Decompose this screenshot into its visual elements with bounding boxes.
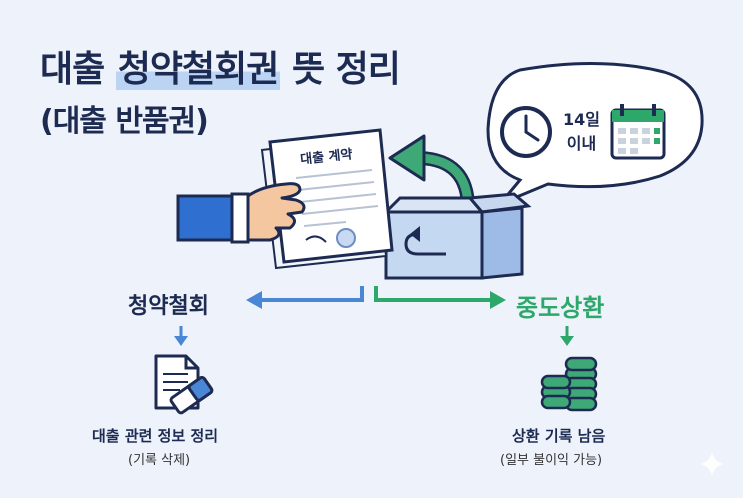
coin-stack-icon — [540, 356, 598, 412]
speech-bubble — [486, 61, 704, 206]
right-down-arrow — [560, 326, 574, 346]
left-connector — [246, 286, 364, 309]
right-connector — [374, 286, 506, 309]
title-suffix: 뜻 정리 — [291, 49, 401, 90]
document-eraser-icon — [154, 354, 214, 415]
bubble-days-line1: 14일 — [563, 110, 600, 129]
sparkle-icon — [700, 452, 724, 476]
right-branch-caption: 상환 기록 남음 — [512, 427, 606, 445]
return-box-icon — [382, 192, 532, 280]
clock-icon — [500, 106, 552, 158]
right-branch-heading: 중도상환 — [516, 294, 605, 322]
bubble-days-line2: 이내 — [566, 134, 597, 153]
title-highlight: 청약철회권 — [115, 49, 281, 90]
hand-icon — [176, 182, 306, 244]
calendar-icon — [610, 104, 666, 160]
left-branch-caption: 대출 관련 정보 정리 — [92, 427, 219, 445]
left-branch-heading: 청약철회 — [128, 294, 209, 319]
page-title: 대출 청약철회권 뜻 정리 — [40, 40, 401, 92]
bubble-days-text: 14일 이내 — [563, 108, 600, 156]
title-prefix: 대출 — [40, 49, 105, 90]
left-branch-sub: (기록 삭제) — [128, 453, 191, 468]
right-branch-sub: (일부 불이익 가능) — [500, 453, 603, 468]
contract-document-icon — [260, 128, 394, 270]
page-subtitle: (대출 반품권) — [40, 104, 209, 139]
left-down-arrow — [174, 326, 188, 346]
